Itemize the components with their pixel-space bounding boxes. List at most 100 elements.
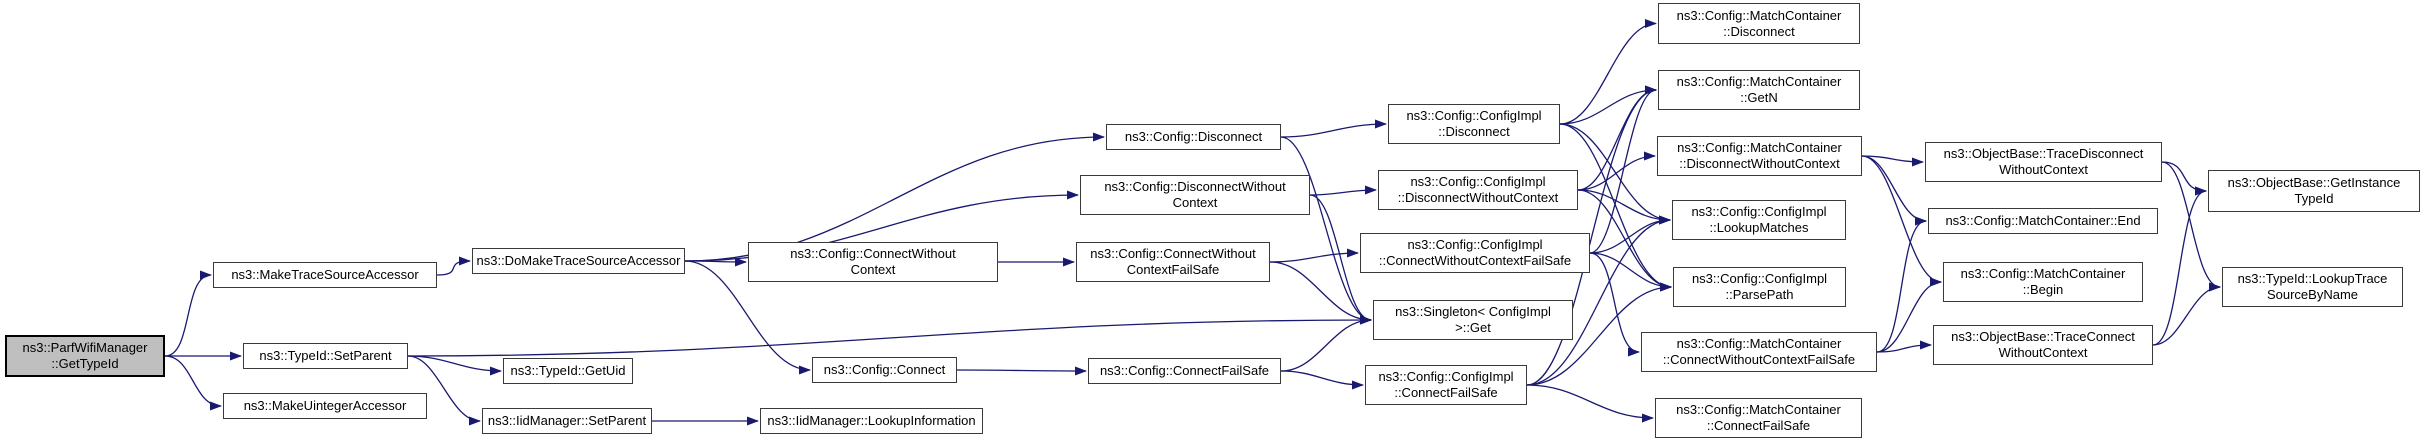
graph-node-cilm[interactable]: ns3::Config::ConfigImpl::LookupMatches <box>1672 200 1846 240</box>
graph-node-label: ns3::ObjectBase::TraceDisconnect <box>1943 146 2144 161</box>
graph-node-label: ns3::Config::MatchContainer <box>1676 402 1841 417</box>
graph-node-cipp[interactable]: ns3::Config::ConfigImpl::ParsePath <box>1673 267 1846 307</box>
graph-node-label: ::DisconnectWithoutContext <box>1679 156 1840 171</box>
edge-cidwc-mcgetn <box>1577 85 1657 191</box>
graph-node-main: ns3::ParfWifiManager::GetTypeId <box>5 335 165 377</box>
edge-cicwcfs-mccwcfs <box>1589 252 1640 357</box>
edge-ccwcfs-sget <box>1269 261 1372 325</box>
graph-node-label: ns3::Config::Disconnect <box>1124 129 1263 144</box>
edge-dmtsa-ccwc <box>684 257 747 267</box>
graph-node-label: Context <box>850 262 896 277</box>
graph-node-label: SourceByName <box>2266 287 2359 302</box>
graph-node-iidsp[interactable]: ns3::IidManager::SetParent <box>482 408 652 434</box>
edge-mcdwc-tdwc <box>1861 155 1924 167</box>
edge-cicwcfs-cipp <box>1589 252 1672 292</box>
graph-node-mcbegin[interactable]: ns3::Config::MatchContainer::Begin <box>1943 262 2143 302</box>
graph-node-setparent[interactable]: ns3::TypeId::SetParent <box>243 343 408 369</box>
graph-node-sget[interactable]: ns3::Singleton< ConfigImpl>::Get <box>1373 300 1573 340</box>
graph-node-cconnect[interactable]: ns3::Config::Connect <box>812 357 957 383</box>
graph-node-mccfs[interactable]: ns3::Config::MatchContainer::ConnectFail… <box>1655 398 1862 438</box>
edge-main-mua <box>164 355 222 411</box>
graph-node-ccfs[interactable]: ns3::Config::ConnectFailSafe <box>1088 358 1281 384</box>
graph-node-label: ns3::Config::ConnectWithout <box>790 246 956 261</box>
edge-ccfs-sget <box>1280 315 1372 372</box>
graph-node-mcgetn[interactable]: ns3::Config::MatchContainer::GetN <box>1658 70 1860 110</box>
graph-node-cicwcfs[interactable]: ns3::Config::ConfigImpl::ConnectWithoutC… <box>1360 233 1590 273</box>
graph-node-label: ns3::TypeId::LookupTrace <box>2237 271 2388 286</box>
graph-node-label: ::GetTypeId <box>51 356 119 371</box>
graph-node-label: >::Get <box>1455 320 1491 335</box>
graph-node-label: WithoutContext <box>1999 162 2088 177</box>
graph-node-label: ns3::TypeId::GetUid <box>510 363 626 378</box>
graph-node-mcdwc[interactable]: ns3::Config::MatchContainer::DisconnectW… <box>1657 136 1862 176</box>
graph-node-mtsa[interactable]: ns3::MakeTraceSourceAccessor <box>213 262 437 288</box>
graph-node-label: ns3::Config::MatchContainer <box>1960 266 2126 281</box>
graph-node-label: ns3::Config::MatchContainer <box>1676 74 1842 89</box>
graph-node-label: ns3::ObjectBase::TraceConnect <box>1951 329 2135 344</box>
edge-cconnect-ccfs <box>956 366 1087 376</box>
graph-node-label: ::LookupMatches <box>1709 220 1809 235</box>
graph-node-dmtsa[interactable]: ns3::DoMakeTraceSourceAccessor <box>472 248 685 274</box>
graph-node-label: ns3::Config::ConfigImpl <box>1691 271 1828 286</box>
graph-node-cdis[interactable]: ns3::Config::Disconnect <box>1106 124 1281 150</box>
graph-node-mua[interactable]: ns3::MakeUintegerAccessor <box>223 393 427 419</box>
graph-node-label: ns3::Config::ConfigImpl <box>1378 369 1514 384</box>
graph-node-label: ns3::MakeTraceSourceAccessor <box>231 267 419 282</box>
graph-node-cidis[interactable]: ns3::Config::ConfigImpl::Disconnect <box>1388 104 1560 144</box>
graph-node-label: WithoutContext <box>1998 345 2088 360</box>
graph-node-cidwc[interactable]: ns3::Config::ConfigImpl::DisconnectWitho… <box>1378 170 1578 210</box>
edge-cdwc-cidwc <box>1309 185 1377 196</box>
graph-node-iidli[interactable]: ns3::IidManager::LookupInformation <box>760 408 983 434</box>
graph-node-label: ns3::Config::MatchContainer::End <box>1945 213 2141 228</box>
edge-ccfs-cicfs <box>1280 370 1364 390</box>
edge-cdis-sget <box>1280 136 1372 325</box>
graph-node-label: ::Disconnect <box>1438 124 1510 139</box>
graph-node-label: ns3::MakeUintegerAccessor <box>243 398 407 413</box>
graph-node-getuid[interactable]: ns3::TypeId::GetUid <box>503 358 633 384</box>
edge-tdwc-gitid <box>2161 161 2207 196</box>
graph-node-label: ::ParsePath <box>1725 287 1794 302</box>
graph-node-cicfs[interactable]: ns3::Config::ConfigImpl::ConnectFailSafe <box>1365 365 1527 405</box>
graph-node-label: ns3::IidManager::SetParent <box>487 413 647 428</box>
edge-cicfs-mccfs <box>1526 384 1654 423</box>
graph-node-label: ::GetN <box>1740 90 1778 105</box>
graph-node-label: ns3::Singleton< ConfigImpl <box>1395 304 1551 319</box>
graph-node-label: ::Disconnect <box>1723 23 1795 39</box>
edge-cdis-cidis <box>1280 119 1387 138</box>
graph-node-label: TypeId <box>2294 191 2334 206</box>
edge-setparent-getuid <box>407 355 502 376</box>
edge-main-mtsa <box>164 270 212 357</box>
graph-node-label: ns3::Config::DisconnectWithout <box>1104 179 1286 194</box>
edge-cidis-mcdis <box>1559 19 1657 125</box>
edge-setparent-sget <box>407 315 1372 357</box>
graph-node-label: ns3::Config::ConfigImpl <box>1407 237 1543 252</box>
graph-node-label: ns3::DoMakeTraceSourceAccessor <box>476 253 681 268</box>
edge-cicwcfs-mcgetn <box>1589 85 1657 254</box>
graph-node-label: ns3::Config::ConnectWithout <box>1090 246 1256 261</box>
edge-mtsa-dmtsa <box>436 256 471 276</box>
graph-node-mcend[interactable]: ns3::Config::MatchContainer::End <box>1928 208 2158 234</box>
graph-node-label: ns3::IidManager::LookupInformation <box>767 413 976 428</box>
edge-cidwc-cilm <box>1577 189 1671 225</box>
graph-node-label: ns3::Config::MatchContainer <box>1676 336 1842 351</box>
edge-mccwcfs-mcend <box>1876 216 1927 353</box>
graph-node-mccwcfs[interactable]: ns3::Config::MatchContainer::ConnectWith… <box>1641 332 1877 372</box>
edge-cidwc-cipp <box>1577 189 1672 292</box>
edge-ccwcfs-cicwcfs <box>1269 248 1359 263</box>
graph-node-label: ::Begin <box>2022 282 2064 297</box>
edge-mccwcfs-mcbegin <box>1876 277 1942 353</box>
graph-node-label: ns3::Config::ConfigImpl <box>1691 204 1827 219</box>
graph-node-label: ns3::ObjectBase::GetInstance <box>2227 175 2401 190</box>
graph-node-label: ::DisconnectWithoutContext <box>1397 190 1559 205</box>
graph-node-label: ns3::Config::ConnectFailSafe <box>1099 363 1270 378</box>
graph-node-mcdis[interactable]: ns3::Config::MatchContainer::Disconnect <box>1658 3 1860 44</box>
graph-node-label: ns3::ParfWifiManager <box>22 340 148 355</box>
